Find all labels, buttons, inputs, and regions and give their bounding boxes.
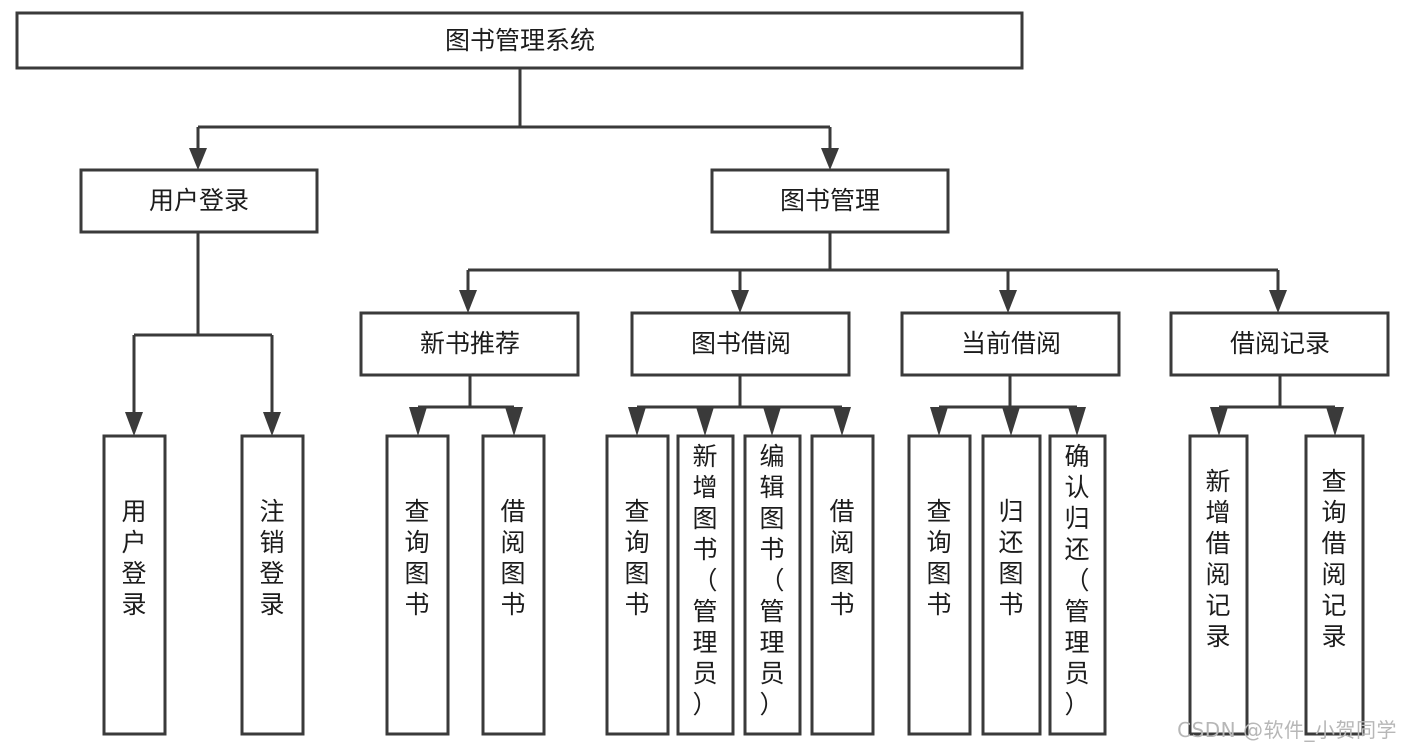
node-user-login-box[interactable] bbox=[79, 168, 319, 234]
arrowhead-leaf-query-book-2 bbox=[628, 407, 646, 436]
arrowhead-leaf-add-record bbox=[1210, 407, 1228, 436]
node-root-label: 图书管理系统 bbox=[445, 26, 595, 55]
node-leaf-query-book-1[interactable]: 查询图书 bbox=[385, 434, 450, 736]
node-new-book-rec-box[interactable] bbox=[359, 311, 580, 377]
node-leaf-return-book[interactable]: 归还图书 bbox=[981, 434, 1042, 736]
node-leaf-borrow-book-1[interactable]: 借阅图书 bbox=[481, 434, 546, 736]
arrowhead-leaf-borrow-book-2 bbox=[833, 407, 851, 436]
arrowhead-leaf-confirm-return bbox=[1068, 407, 1086, 436]
arrowhead-leaf-user-logout bbox=[263, 412, 281, 436]
node-leaf-user-login-box[interactable] bbox=[102, 434, 167, 736]
leaf-node-layer: 用户登录 注销登录 查询图书 借阅图书 查询图书 新增图书（管理员） bbox=[102, 434, 1365, 736]
node-leaf-query-book-1-label: 查询图书 bbox=[404, 497, 429, 619]
arrowhead-leaf-return-book bbox=[1002, 407, 1020, 436]
node-leaf-query-record-label: 查询借阅记录 bbox=[1321, 467, 1346, 651]
connector-layer bbox=[125, 68, 1344, 436]
node-leaf-user-logout[interactable]: 注销登录 bbox=[240, 434, 305, 736]
arrowhead-leaf-query-book-3 bbox=[930, 407, 948, 436]
node-leaf-query-book-2-box[interactable] bbox=[605, 434, 670, 736]
node-book-borrow-box[interactable] bbox=[630, 311, 851, 377]
node-leaf-add-record-label: 新增借阅记录 bbox=[1205, 467, 1230, 651]
node-book-manage[interactable]: 图书管理 bbox=[710, 168, 950, 234]
node-leaf-edit-book[interactable]: 编辑图书（管理员） bbox=[743, 434, 802, 736]
node-leaf-confirm-return[interactable]: 确认归还（管理员） bbox=[1048, 434, 1107, 736]
node-leaf-add-book-box[interactable] bbox=[676, 434, 735, 736]
node-leaf-add-record-box[interactable] bbox=[1188, 434, 1249, 736]
node-leaf-query-book-1-box[interactable] bbox=[385, 434, 450, 736]
arrowhead-leaf-borrow-book-1 bbox=[505, 407, 523, 436]
node-borrow-record[interactable]: 借阅记录 bbox=[1169, 311, 1390, 377]
node-new-book-rec-label: 新书推荐 bbox=[420, 329, 520, 358]
node-leaf-confirm-return-box[interactable] bbox=[1048, 434, 1107, 736]
node-leaf-user-login[interactable]: 用户登录 bbox=[102, 434, 167, 736]
arrowhead-new-book-rec bbox=[459, 290, 477, 313]
csdn-watermark: CSDN @软件_小贺同学 bbox=[1177, 718, 1397, 742]
node-user-login-label: 用户登录 bbox=[149, 186, 249, 215]
node-root[interactable]: 图书管理系统 bbox=[15, 11, 1024, 70]
node-leaf-borrow-book-1-box[interactable] bbox=[481, 434, 546, 736]
node-leaf-edit-book-label: 编辑图书（管理员） bbox=[759, 442, 784, 719]
node-leaf-borrow-book-2-box[interactable] bbox=[810, 434, 875, 736]
node-leaf-add-record[interactable]: 新增借阅记录 bbox=[1188, 434, 1249, 736]
arrowhead-leaf-add-book bbox=[696, 407, 714, 436]
arrowhead-leaf-user-login bbox=[125, 412, 143, 436]
arrowhead-leaf-query-book-1 bbox=[409, 407, 427, 436]
node-current-borrow-box[interactable] bbox=[900, 311, 1121, 377]
node-borrow-record-label: 借阅记录 bbox=[1230, 329, 1330, 358]
arrowhead-user-login bbox=[189, 148, 207, 170]
node-borrow-record-box[interactable] bbox=[1169, 311, 1390, 377]
node-new-book-rec[interactable]: 新书推荐 bbox=[359, 311, 580, 377]
arrowhead-book-borrow bbox=[731, 290, 749, 313]
node-book-borrow-label: 图书借阅 bbox=[691, 329, 791, 358]
node-book-borrow[interactable]: 图书借阅 bbox=[630, 311, 851, 377]
node-leaf-add-book[interactable]: 新增图书（管理员） bbox=[676, 434, 735, 736]
node-leaf-user-logout-box[interactable] bbox=[240, 434, 305, 736]
node-leaf-add-book-label: 新增图书（管理员） bbox=[692, 442, 717, 719]
node-leaf-query-book-2[interactable]: 查询图书 bbox=[605, 434, 670, 736]
node-leaf-query-book-3[interactable]: 查询图书 bbox=[907, 434, 972, 736]
node-user-login[interactable]: 用户登录 bbox=[79, 168, 319, 234]
node-leaf-query-book-3-box[interactable] bbox=[907, 434, 972, 736]
node-current-borrow[interactable]: 当前借阅 bbox=[900, 311, 1121, 377]
node-leaf-borrow-book-2[interactable]: 借阅图书 bbox=[810, 434, 875, 736]
node-leaf-return-book-box[interactable] bbox=[981, 434, 1042, 736]
arrowhead-book-manage bbox=[821, 148, 839, 170]
node-leaf-query-record-box[interactable] bbox=[1304, 434, 1365, 736]
node-leaf-borrow-book-2-label: 借阅图书 bbox=[829, 497, 854, 619]
arrowhead-leaf-edit-book bbox=[763, 407, 781, 436]
node-current-borrow-label: 当前借阅 bbox=[961, 329, 1061, 358]
node-leaf-confirm-return-label: 确认归还（管理员） bbox=[1064, 442, 1089, 719]
node-book-manage-box[interactable] bbox=[710, 168, 950, 234]
node-leaf-user-logout-label: 注销登录 bbox=[259, 497, 284, 619]
node-leaf-return-book-label: 归还图书 bbox=[998, 497, 1023, 619]
arrowhead-current-borrow bbox=[999, 290, 1017, 313]
arrowhead-leaf-query-record bbox=[1326, 407, 1344, 436]
node-leaf-borrow-book-1-label: 借阅图书 bbox=[500, 497, 525, 619]
node-leaf-query-book-2-label: 查询图书 bbox=[624, 497, 649, 619]
node-leaf-user-login-label: 用户登录 bbox=[121, 497, 146, 619]
node-leaf-query-book-3-label: 查询图书 bbox=[926, 497, 951, 619]
arrowhead-borrow-record bbox=[1269, 290, 1287, 313]
node-book-manage-label: 图书管理 bbox=[780, 186, 880, 215]
node-root-box[interactable] bbox=[15, 11, 1024, 70]
node-leaf-query-record[interactable]: 查询借阅记录 bbox=[1304, 434, 1365, 736]
node-leaf-edit-book-box[interactable] bbox=[743, 434, 802, 736]
